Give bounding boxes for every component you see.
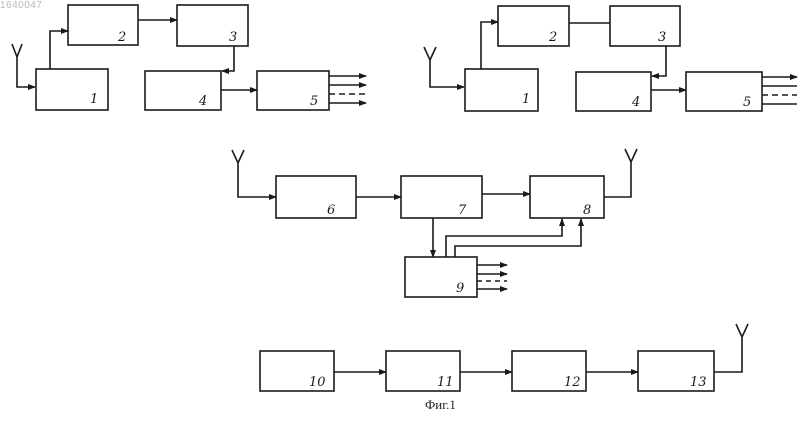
label-block-10: 10 xyxy=(309,375,326,390)
block-2-b xyxy=(498,6,569,46)
link-1-2-b xyxy=(481,22,498,69)
antenna-d xyxy=(714,324,748,372)
link-9-8-a xyxy=(446,219,562,257)
link-1-2-a xyxy=(50,31,68,69)
antenna-a xyxy=(12,44,35,87)
block-9 xyxy=(405,257,477,297)
label-block-7: 7 xyxy=(458,203,467,218)
label-block-4-a: 4 xyxy=(198,94,207,109)
label-block-11: 11 xyxy=(437,375,454,390)
label-block-6: 6 xyxy=(327,203,335,218)
diagram-c xyxy=(232,149,637,297)
antenna-b xyxy=(424,47,464,87)
document-number: 1640047 xyxy=(0,0,42,11)
label-block-2-a: 2 xyxy=(117,30,126,45)
diagram-d xyxy=(260,324,748,391)
label-block-3-b: 3 xyxy=(658,30,666,45)
label-block-5-a: 5 xyxy=(310,94,318,109)
antenna-c-out xyxy=(604,149,637,197)
block-8 xyxy=(530,176,604,218)
link-3-4-a xyxy=(222,46,234,71)
block-2-a xyxy=(68,5,138,45)
label-block-2-b: 2 xyxy=(548,30,557,45)
block-3-a xyxy=(177,5,248,46)
label-block-13: 13 xyxy=(690,375,707,390)
label-block-1-a: 1 xyxy=(90,92,98,107)
label-block-4-b: 4 xyxy=(631,95,640,110)
antenna-c-in xyxy=(232,150,276,197)
label-block-8: 8 xyxy=(583,203,591,218)
block-labels: 1 2 3 4 5 1 2 3 4 5 6 7 8 9 10 11 12 13 xyxy=(90,30,751,390)
block-7 xyxy=(401,176,482,218)
diagram-b xyxy=(424,6,797,111)
block-6 xyxy=(276,176,356,218)
label-block-1-b: 1 xyxy=(522,92,530,107)
label-block-12: 12 xyxy=(564,375,581,390)
label-block-5-b: 5 xyxy=(743,95,751,110)
link-3-4-b xyxy=(652,46,666,76)
label-block-9: 9 xyxy=(456,281,464,296)
block-4-a xyxy=(145,71,221,110)
block-3-b xyxy=(610,6,680,46)
figure-caption: Фиг.1 xyxy=(425,397,456,413)
label-block-3-a: 3 xyxy=(229,30,237,45)
